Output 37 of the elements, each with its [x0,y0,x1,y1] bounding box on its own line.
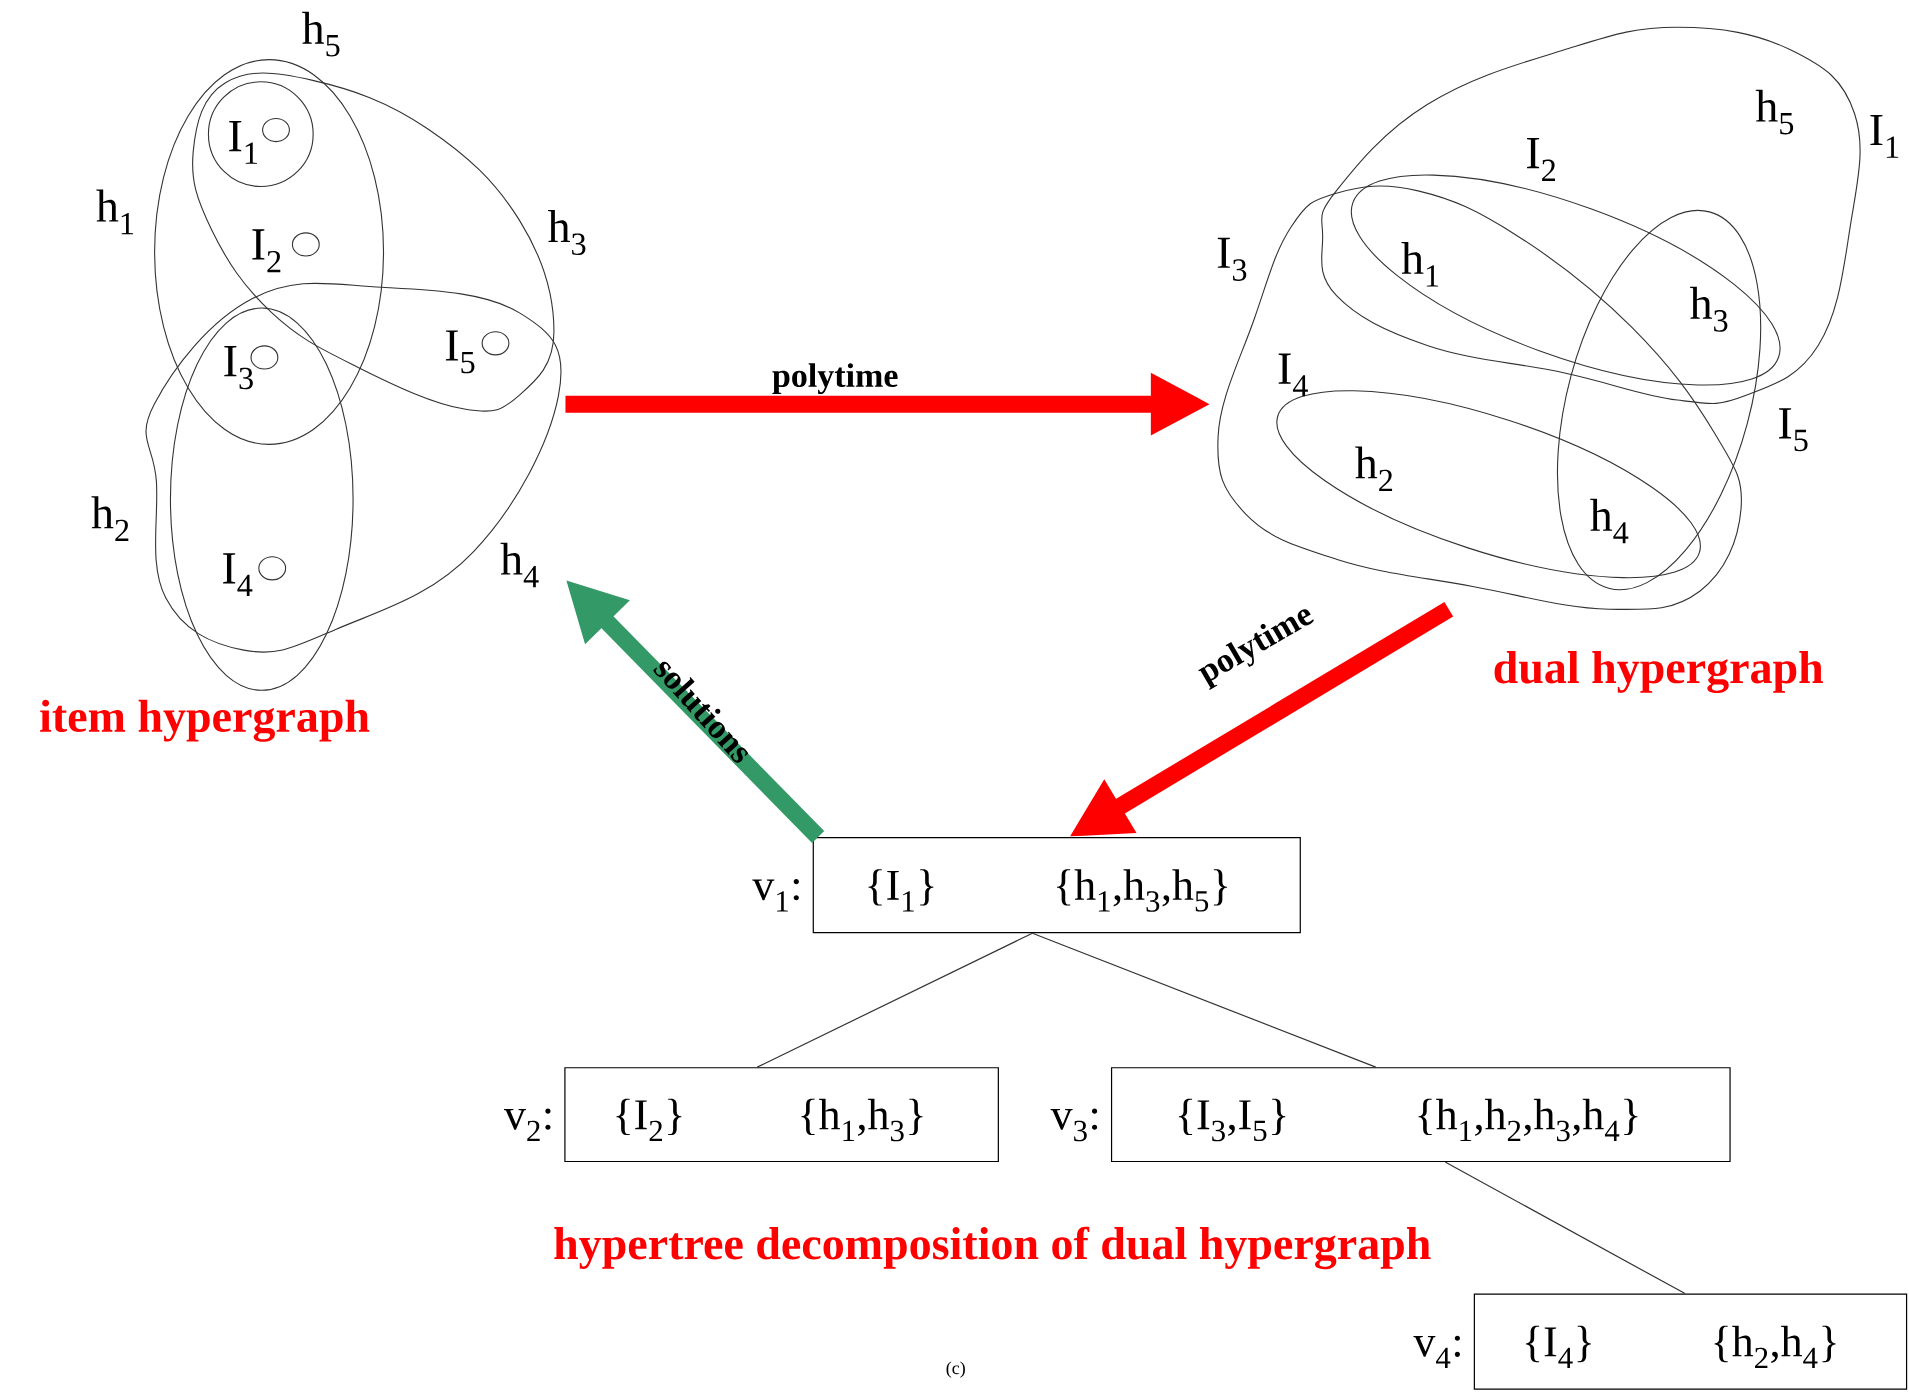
set-label: h$_{3}$ [1690,286,1728,332]
tree-node-box: {I$_{1}$} {h$_{1}$,h$_{3}$,h$_{5}$} [812,837,1301,934]
set-label: I$_{3}$ [224,346,253,390]
node-label: {I$_{3}$,I$_{5}$} [1178,1098,1286,1142]
node-label: {h$_{1}$,h$_{3}$} [801,1098,923,1142]
caption: hypertree decomposition of dual hypergraph [554,1226,1431,1270]
node-label: {h$_{2}$,h$_{4}$} [1714,1325,1836,1369]
set-label: I$_{4}$ [223,553,253,597]
set-label: h$_{4}$ [1590,499,1629,544]
set-label: h$_{5}$ [302,11,340,57]
tree-node-box: {I$_{3}$,I$_{5}$} {h$_{1}$,h$_{2}$,h$_{3}$,h$_{4}$} [1110,1067,1731,1163]
set-label: I$_{3}$ [1217,237,1247,282]
node-label: v$_{4}$: [1413,1335,1460,1369]
node-label: {I$_{4}$} [1525,1325,1591,1369]
node-label: v$_{1}$: [752,879,799,912]
node-label: {I$_{1}$} [868,869,934,912]
node-label: {I$_{2}$} [616,1098,682,1142]
node-label: v$_{3}$: [1050,1108,1098,1142]
set-label: I$_{4}$ [1278,353,1308,397]
set-label: I$_{5}$ [445,330,475,374]
set-label: h$_{4}$ [500,542,539,588]
set-label: h$_{5}$ [1755,89,1794,135]
node-label: v$_{2}$: [503,1108,551,1142]
set-label: I$_{1}$ [1870,115,1899,158]
set-label: I$_{1}$ [229,121,257,165]
node-label: {h$_{1}$,h$_{2}$,h$_{3}$,h$_{4}$} [1418,1098,1638,1142]
node-label: {h$_{1}$,h$_{3}$,h$_{5}$} [1057,869,1227,913]
set-label: h$_{3}$ [548,210,586,256]
node-label: dual hypergraph [1494,651,1823,694]
tree-node-box: {I$_{4}$} {h$_{2}$,h$_{4}$} [1473,1293,1908,1390]
tree-node-box: {I$_{2}$} {h$_{1}$,h$_{3}$} [564,1067,999,1163]
panel-label: (c) [946,1361,965,1379]
node-label: item hypergraph [40,699,370,742]
set-label: h$_{1}$ [1401,242,1439,287]
edge-label: polytime [772,363,898,395]
set-label: h$_{2}$ [1355,446,1393,492]
set-label: h$_{1}$ [96,189,134,235]
